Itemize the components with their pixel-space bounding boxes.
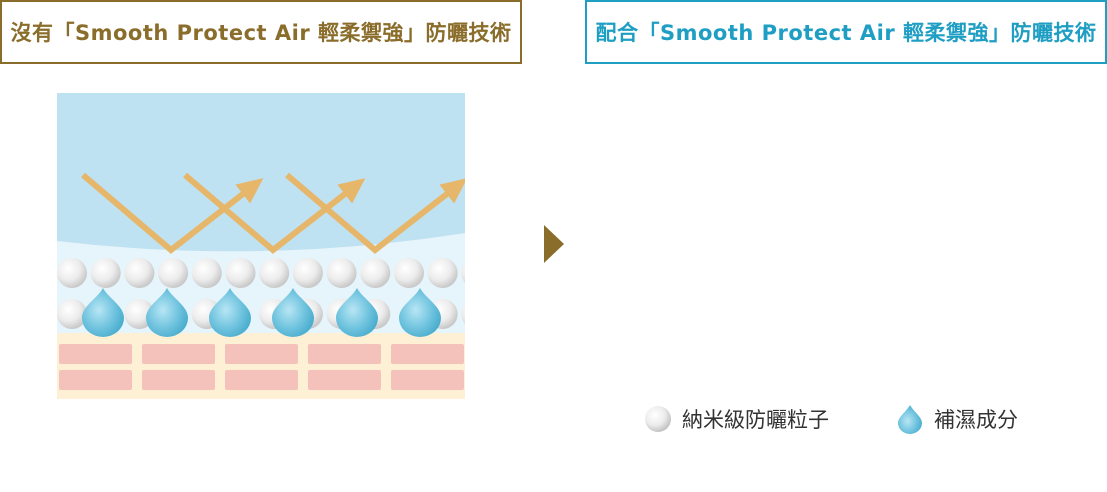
skin-cell	[142, 344, 215, 364]
legend-moisturizer-label: 補濕成分	[934, 408, 1018, 432]
white-sphere-icon	[461, 304, 465, 324]
legend-nano-particles-label: 納米級防曬粒子	[682, 408, 829, 432]
skin-cell	[142, 370, 215, 390]
header-with-technology: 配合「Smooth Protect Air 輕柔禦強」防曬技術	[585, 0, 1107, 64]
water-droplet-icon	[898, 405, 922, 434]
water-droplet-icon	[336, 288, 378, 337]
white-sphere-icon	[57, 299, 87, 329]
skin-cell	[308, 370, 381, 390]
legend-moisturizer: 補濕成分	[896, 404, 1018, 434]
header-with-label: 配合「Smooth Protect Air 輕柔禦強」防曬技術	[595, 21, 1097, 45]
white-sphere-icon	[326, 258, 357, 288]
uv-ray	[183, 172, 361, 254]
water-droplet-icon	[399, 288, 441, 337]
white-sphere-icon	[124, 258, 155, 288]
white-sphere-icon	[90, 258, 121, 288]
header-without-label: 沒有「Smooth Protect Air 輕柔禦強」防曬技術	[10, 21, 512, 45]
uv-arrowhead-icon	[439, 178, 465, 204]
white-sphere-icon	[292, 258, 323, 288]
water-droplet-icon	[209, 288, 251, 337]
white-sphere-icon	[259, 258, 290, 288]
skin-cell	[225, 370, 298, 390]
water-droplet-icon	[272, 288, 314, 337]
legend-nano-particles: 納米級防曬粒子	[644, 404, 829, 434]
header-without-technology: 沒有「Smooth Protect Air 輕柔禦強」防曬技術	[0, 0, 522, 64]
white-sphere-icon	[645, 406, 671, 432]
white-sphere-icon	[191, 258, 222, 288]
white-sphere-icon	[394, 258, 424, 288]
uv-arrowhead-icon	[235, 178, 264, 204]
skin-cell	[391, 370, 464, 390]
triangle-right-icon	[544, 225, 564, 263]
skin-cell	[225, 344, 298, 364]
white-sphere-icon	[158, 258, 189, 288]
skin-cell	[59, 344, 132, 364]
uv-ray	[285, 172, 463, 254]
white-sphere-icon	[461, 263, 465, 283]
water-droplet-icon	[146, 288, 188, 337]
water-droplet-icon	[82, 288, 124, 337]
white-sphere-icon	[360, 258, 391, 288]
uv-ray	[81, 172, 259, 254]
white-sphere-icon	[225, 258, 256, 288]
skin-cell	[59, 370, 132, 390]
skin-diagram-without-technology	[57, 93, 465, 399]
skin-cell	[391, 344, 464, 364]
uv-arrowhead-icon	[337, 178, 366, 204]
skin-cell	[308, 344, 381, 364]
white-sphere-icon	[427, 258, 458, 288]
skin-diagram-svg	[57, 93, 465, 399]
sky-area	[57, 93, 465, 253]
white-sphere-icon	[57, 258, 87, 288]
